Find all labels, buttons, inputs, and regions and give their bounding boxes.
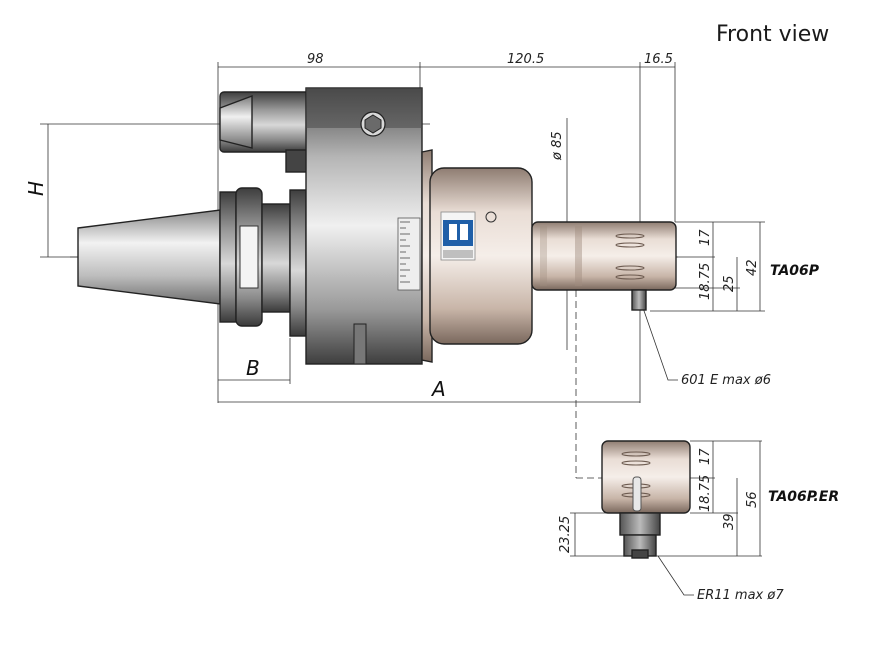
label-ta06p: TA06P [770,263,820,279]
dimension-p18-75: 18.75 [698,263,713,300]
note-er11: ER11 max ø7 [697,588,784,603]
dimension-e23-25: 23.25 [558,516,573,553]
dimension-b: B [246,356,260,380]
dimension-dia85: ø 85 [550,131,565,161]
note-601-e: 601 E max ø6 [681,373,771,388]
label-ta06p-er: TA06P.ER [768,489,839,505]
dimension-e39: 39 [722,513,737,530]
dimension-e17: 17 [698,448,713,465]
er-variant [601,440,691,559]
dimension-p17: 17 [698,229,713,246]
view-title: Front view [716,22,830,47]
dimension-p25: 25 [722,275,737,292]
dimension-16-5: 16.5 [644,52,673,67]
tool-holder [77,87,677,365]
dimension-e18-75: 18.75 [698,475,713,512]
dimension-h: H [24,181,48,196]
dimension-e56: 56 [745,491,760,508]
dimension-p42: 42 [745,259,760,276]
dimension-120-5: 120.5 [507,52,544,67]
dimension-98: 98 [307,52,324,67]
dimension-a: A [430,377,446,401]
